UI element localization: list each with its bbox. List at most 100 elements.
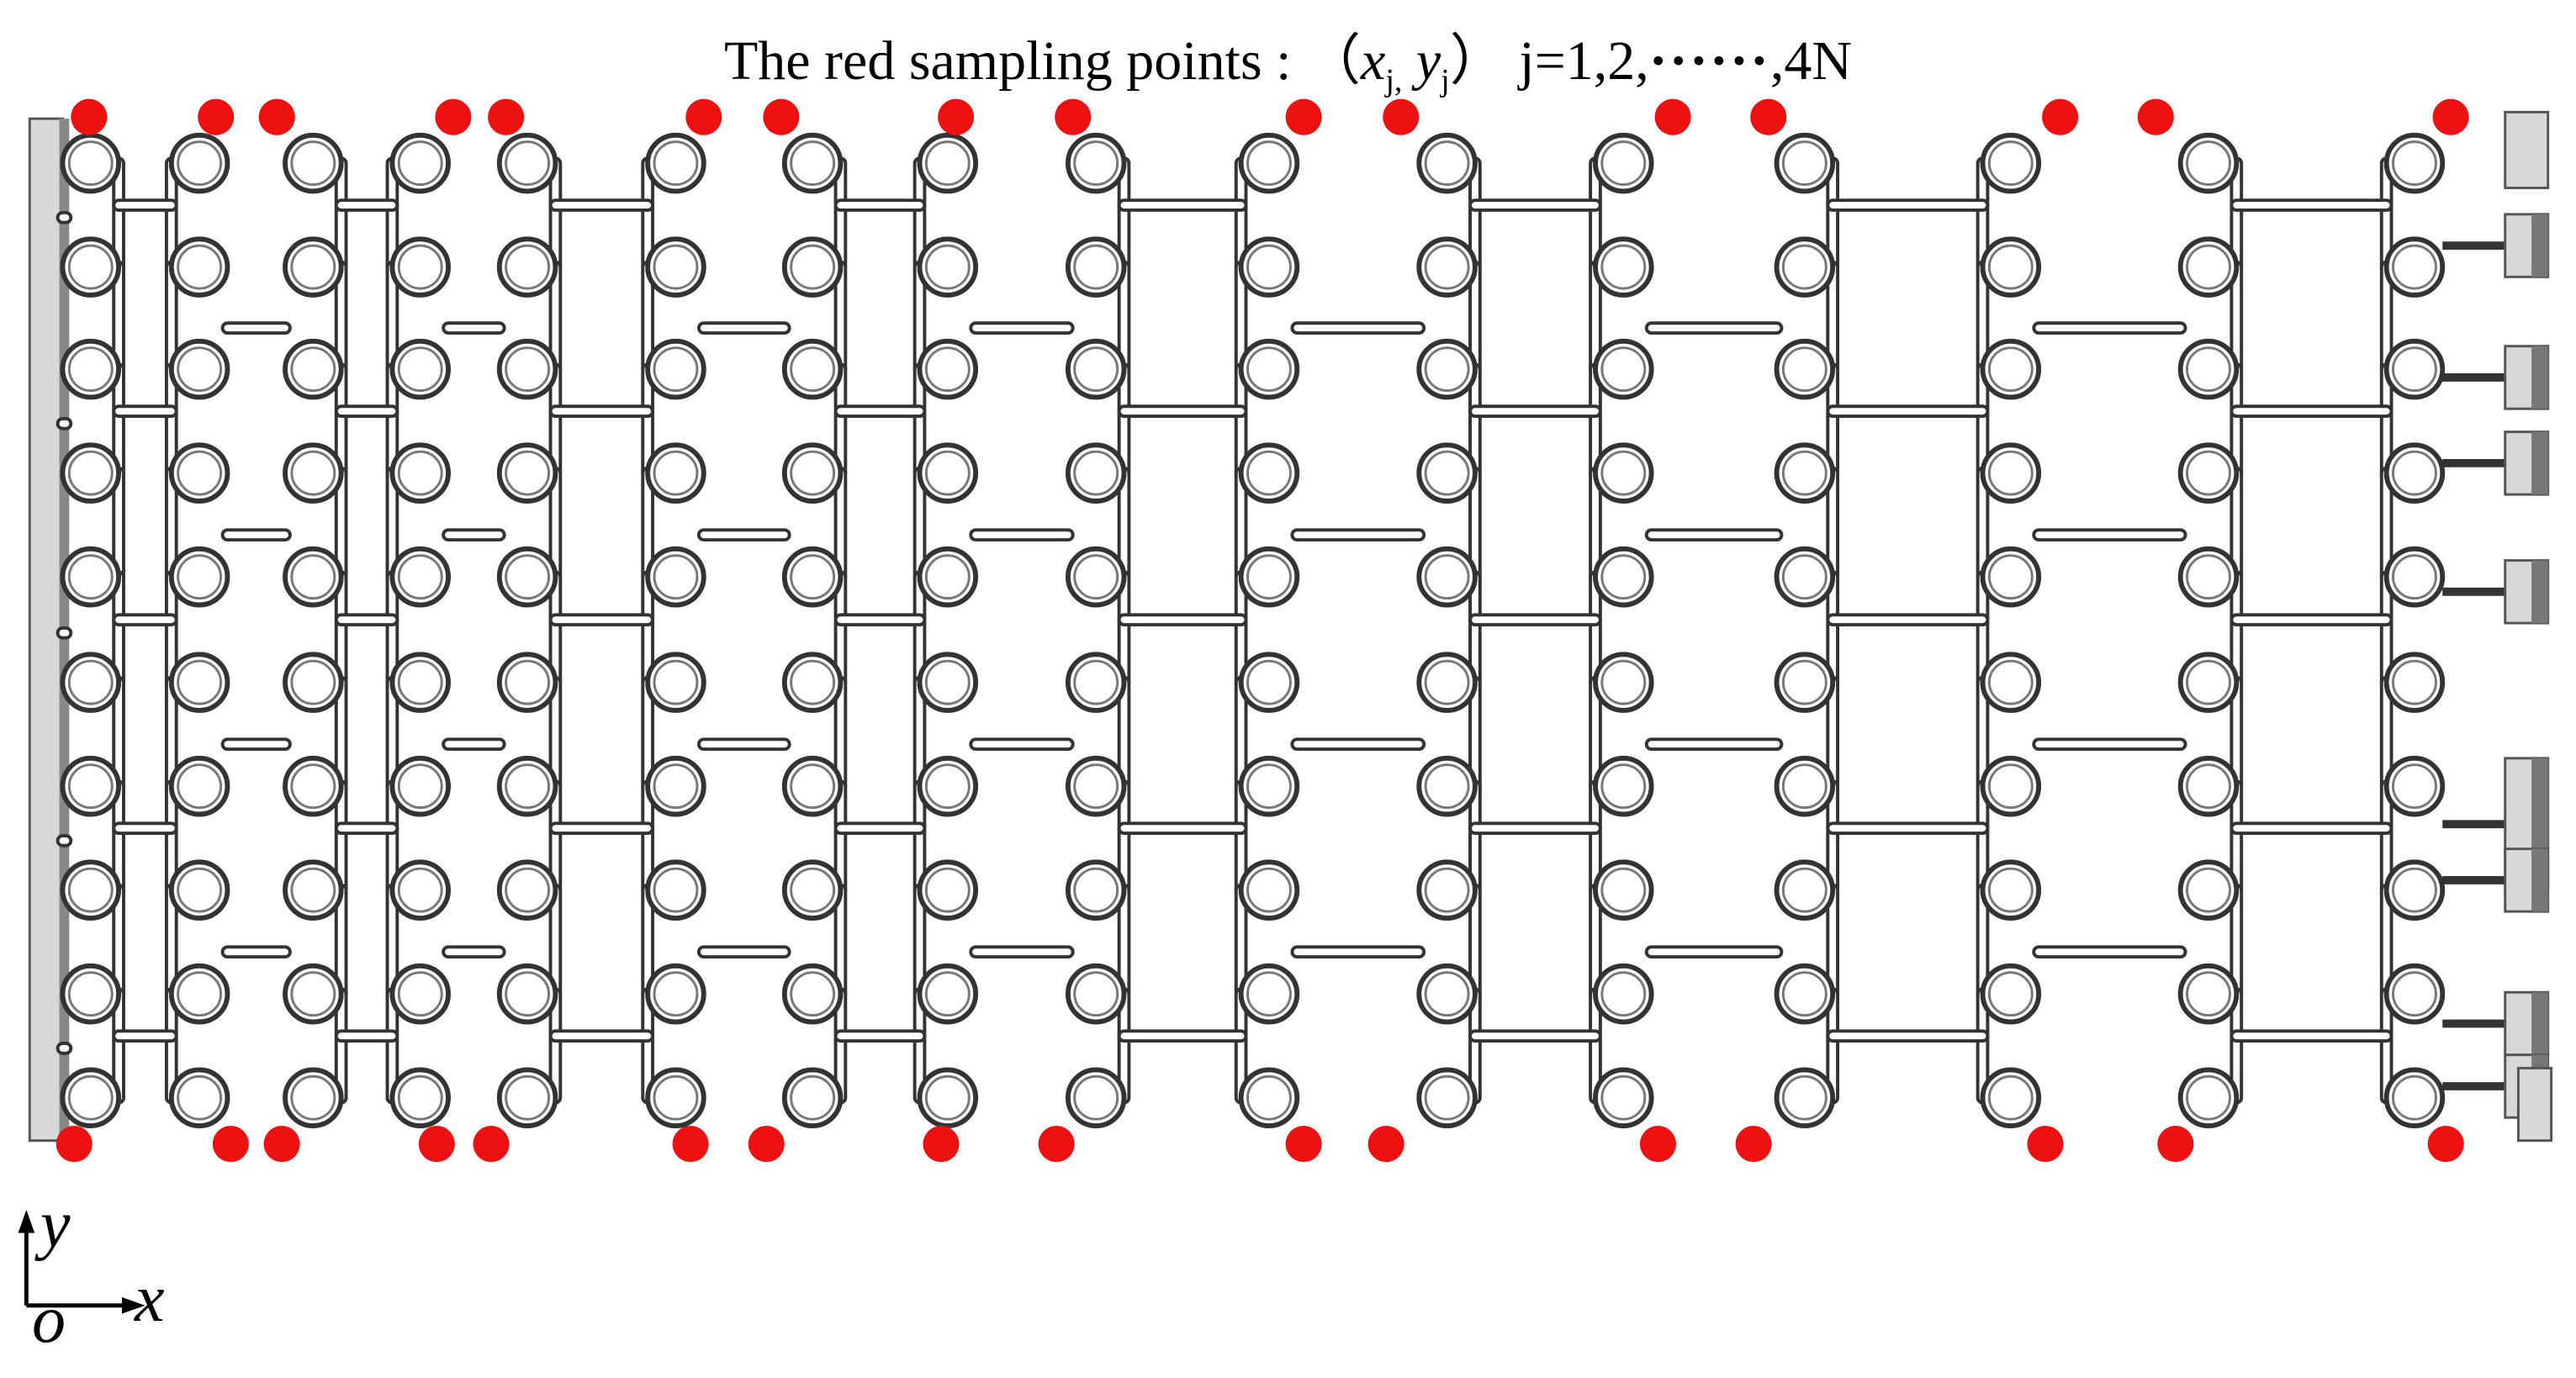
lattice-node-inner <box>2392 971 2437 1017</box>
bottom-sampling-point <box>212 1126 249 1163</box>
lattice-node <box>1238 236 1300 298</box>
lattice-node-inner <box>505 1074 551 1121</box>
top-sampling-point <box>1654 98 1691 135</box>
lattice-node-inner <box>2392 659 2437 705</box>
caption-index: j=1,2, <box>1519 30 1649 92</box>
lattice-node-inner <box>397 346 443 393</box>
lattice-node-inner <box>505 554 551 600</box>
lattice-node-inner <box>1781 867 1828 913</box>
lattice-node-inner <box>2392 450 2437 496</box>
lattice-node <box>1416 546 1478 608</box>
caption-ellipsis: ······ <box>1648 30 1770 92</box>
lattice-node <box>2383 132 2446 194</box>
lattice-node <box>2177 338 2240 400</box>
lattice-node <box>1416 859 1478 921</box>
lattice-node-inner <box>397 140 443 187</box>
lattice-node-inner <box>1073 763 1119 810</box>
bottom-sampling-point <box>418 1126 455 1163</box>
lattice-node-inner <box>2392 763 2437 810</box>
lattice-node <box>1593 963 1654 1025</box>
lattice-node <box>2383 859 2446 921</box>
lattice-node-inner <box>790 346 836 393</box>
loading-tab <box>2504 110 2550 189</box>
lattice-node <box>1416 755 1478 817</box>
top-sampling-point <box>258 98 295 135</box>
lattice-node <box>1065 1067 1127 1128</box>
lattice-node-inner <box>290 1074 336 1121</box>
lattice-node <box>496 963 558 1025</box>
lattice-node-inner <box>2186 450 2231 496</box>
caption-y-symbol: y <box>1415 30 1441 92</box>
lattice-node-inner <box>790 763 836 810</box>
lattice-node <box>917 652 979 713</box>
lattice-node <box>1980 132 2042 194</box>
lattice-node-inner <box>1424 346 1470 393</box>
lattice-node-inner <box>397 971 443 1017</box>
lattice-node <box>1416 963 1478 1025</box>
lattice-node-inner <box>1424 140 1470 187</box>
lattice-node-inner <box>290 763 336 810</box>
lattice-node-inner <box>653 763 699 810</box>
lattice-node <box>168 859 230 921</box>
lattice-node <box>283 546 344 608</box>
lattice-node <box>60 132 122 194</box>
bottom-sampling-point <box>1639 1126 1677 1163</box>
lattice-node <box>2383 442 2446 504</box>
lattice-node-inner <box>1246 554 1292 600</box>
lattice-node <box>389 442 451 504</box>
loading-tab-shade <box>2531 848 2548 912</box>
top-sampling-points <box>71 98 2469 135</box>
lattice-node <box>1065 963 1127 1025</box>
top-sampling-point <box>763 98 800 135</box>
lattice-node-inner <box>1073 450 1119 496</box>
lattice-node <box>2177 442 2240 504</box>
lattice-node-inner <box>67 867 114 913</box>
lattice-node <box>2177 1067 2240 1128</box>
lattice-node <box>389 546 451 608</box>
lattice-node-inner <box>505 867 551 913</box>
lattice-node <box>168 755 230 817</box>
lattice-node <box>917 236 979 298</box>
lattice-node <box>168 652 230 713</box>
lattice-node <box>283 338 344 400</box>
lattice-node <box>1065 652 1127 713</box>
lattice-node-inner <box>290 867 336 913</box>
lattice-node <box>1980 1067 2042 1128</box>
lattice-node <box>1416 652 1478 713</box>
lattice-node <box>389 236 451 298</box>
lattice-node-inner <box>290 140 336 187</box>
lattice-node-inner <box>2186 971 2231 1017</box>
lattice-node-inner <box>2186 763 2231 810</box>
lattice-node <box>1238 963 1300 1025</box>
lattice-node <box>1065 236 1127 298</box>
coordinate-axes <box>18 1210 145 1314</box>
lattice-node <box>283 132 344 194</box>
lattice-node-inner <box>290 244 336 290</box>
lattice-node <box>645 755 706 817</box>
origin-label: o <box>32 1283 66 1357</box>
bottom-sampling-point <box>1285 1126 1322 1163</box>
lattice-node-inner <box>1987 346 2034 393</box>
lattice-node-inner <box>1600 659 1647 705</box>
lattice-node <box>1774 338 1836 400</box>
lattice-node-inner <box>924 867 971 913</box>
lattice-node-inner <box>67 971 114 1017</box>
lattice-node-inner <box>177 450 223 496</box>
lattice-node-inner <box>924 554 971 600</box>
lattice-node-inner <box>397 554 443 600</box>
lattice-node-inner <box>290 346 336 393</box>
lattice-node-inner <box>1781 971 1828 1017</box>
lattice-node <box>1416 132 1478 194</box>
lattice-node-inner <box>2186 867 2231 913</box>
bottom-sampling-point <box>2157 1126 2194 1163</box>
lattice-node-inner <box>177 659 223 705</box>
loading-tab-shade <box>2531 214 2548 277</box>
lattice-node <box>645 652 706 713</box>
top-sampling-point <box>71 98 108 135</box>
lattice-node-inner <box>2392 244 2437 290</box>
lattice-node <box>283 236 344 298</box>
lattice-node <box>781 442 844 504</box>
lattice-node-inner <box>1073 244 1119 290</box>
bottom-sampling-point <box>923 1126 960 1163</box>
